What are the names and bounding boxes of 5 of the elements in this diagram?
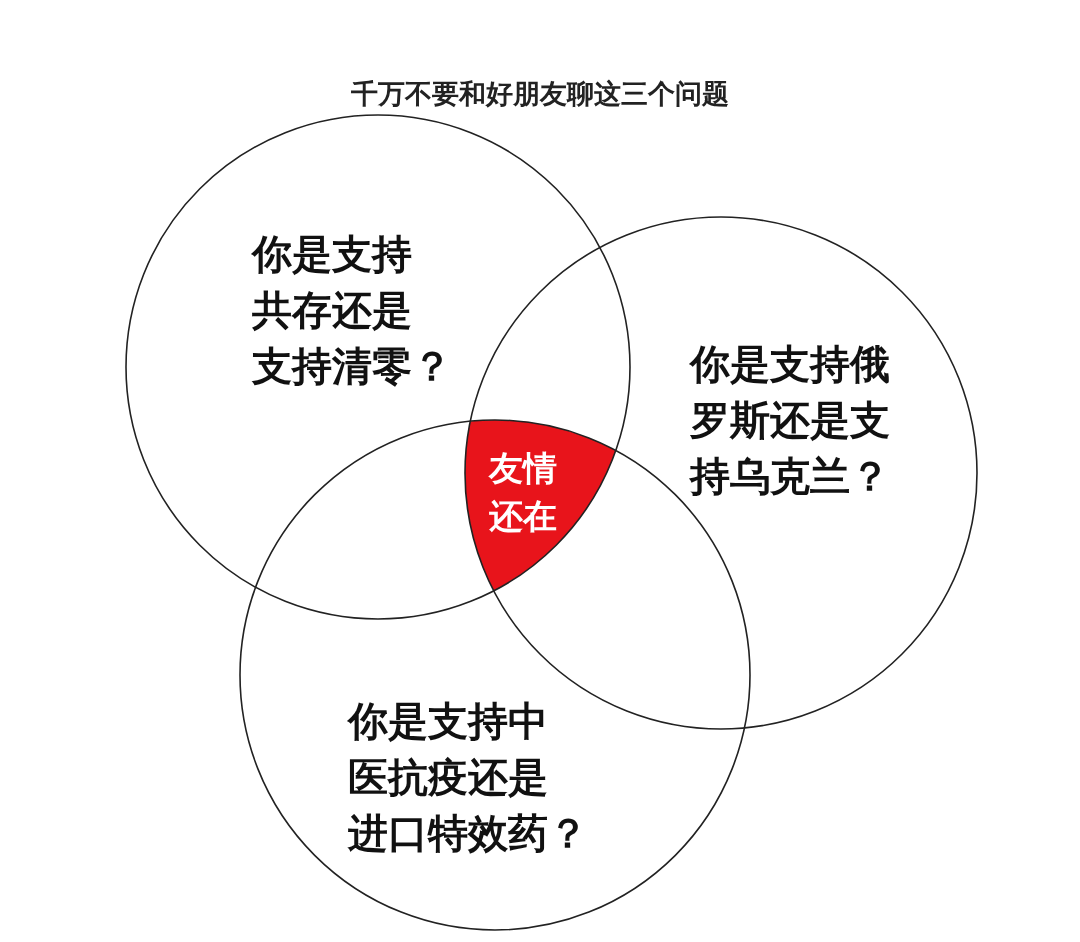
question-text: 你是支持共存还是支持清零？ <box>252 230 452 391</box>
question-text: 你是支持中医抗疫还是进口特效药？ <box>348 697 588 858</box>
title: 千万不要和好朋友聊这三个问题 <box>350 77 730 111</box>
question-text: 你是支持俄罗斯还是支持乌克兰？ <box>690 340 890 501</box>
overlap-text: 友情还在 <box>489 447 557 538</box>
